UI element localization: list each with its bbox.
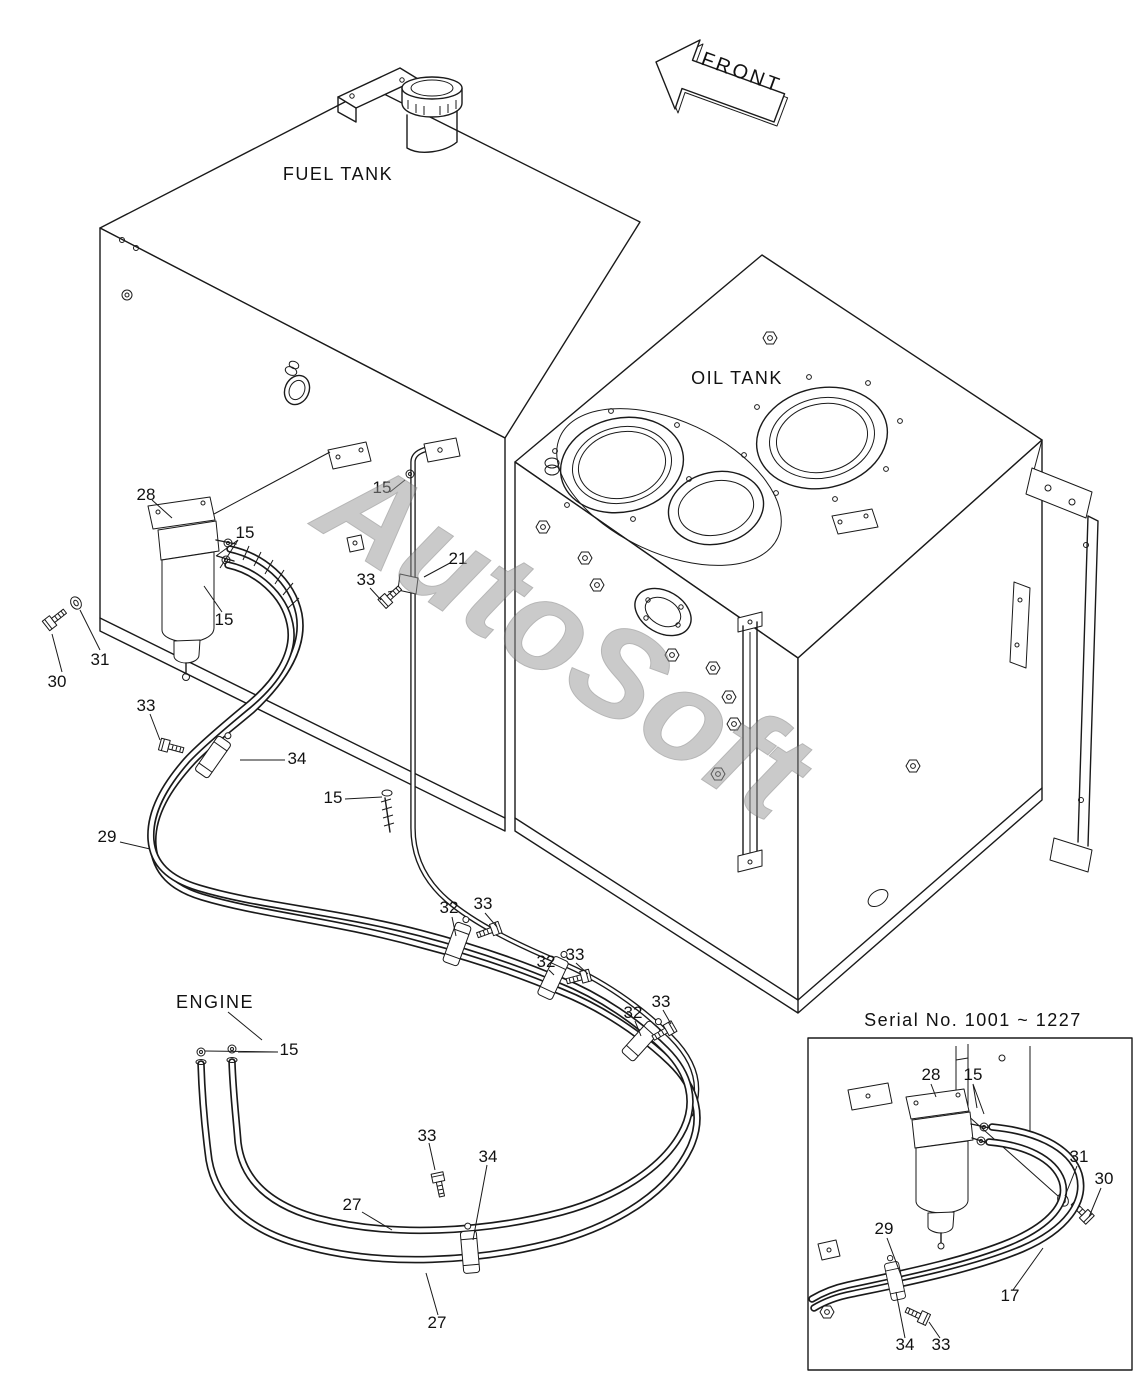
tank-opening-ring-a <box>552 408 692 522</box>
callout-15: 15 <box>964 1065 983 1084</box>
callout-32: 32 <box>624 1003 643 1022</box>
callout-32: 32 <box>440 898 459 917</box>
callout-33: 33 <box>652 992 671 1011</box>
cover-plate-outline <box>556 408 782 566</box>
filter-bowl <box>915 1140 969 1214</box>
callout-33: 33 <box>418 1126 437 1145</box>
callout-30: 30 <box>1095 1169 1114 1188</box>
serial-range-label: Serial No. 1001 ~ 1227 <box>864 1010 1082 1030</box>
callout-34: 34 <box>896 1335 915 1354</box>
filter-sump <box>173 639 201 664</box>
front-direction-arrow: FRONT <box>655 39 789 127</box>
serial-range-inset: Serial No. 1001 ~ 1227 <box>807 1010 1133 1371</box>
drain-plug <box>937 1242 945 1250</box>
inset-callouts: 28 15 31 30 29 17 34 33 <box>875 1065 1114 1354</box>
filter-sump <box>927 1211 955 1234</box>
bolt-hole <box>119 237 125 243</box>
bolt-icon <box>430 1171 449 1199</box>
hose-clip-block <box>346 534 365 553</box>
suction-flange <box>634 587 692 637</box>
oil-tank-label: OIL TANK <box>691 368 783 388</box>
mounting-line <box>965 1113 1059 1197</box>
callout-21: 21 <box>449 549 468 568</box>
callout-27: 27 <box>343 1195 362 1214</box>
callout-28: 28 <box>137 485 156 504</box>
fuel-filler-cap <box>337 67 463 153</box>
tank-opening-ring-c <box>667 470 765 546</box>
callout-15: 15 <box>215 610 234 629</box>
filter-mount-plate <box>327 441 372 470</box>
right-face-details <box>867 759 921 908</box>
callout-15: 15 <box>280 1040 299 1059</box>
callout-33: 33 <box>357 570 376 589</box>
top-plate <box>831 508 879 535</box>
side-plug <box>121 289 133 301</box>
callout-31: 31 <box>91 650 110 669</box>
washer-icon <box>67 594 85 612</box>
callout-15: 15 <box>236 523 255 542</box>
engine-label: ENGINE <box>176 992 254 1012</box>
fuel-tank-skid <box>99 617 506 832</box>
hose-braid-hatch <box>242 545 300 609</box>
inset-filter-assembly <box>905 1088 1095 1250</box>
filter-bracket <box>905 1088 970 1120</box>
pipe-stub <box>380 789 395 833</box>
leader-lines <box>886 1083 1102 1339</box>
callout-33: 33 <box>137 696 156 715</box>
callout-32: 32 <box>537 952 556 971</box>
mounting-rails <box>1009 439 1099 873</box>
oil-tank-skid <box>514 787 1043 1014</box>
bolt-icon <box>157 737 186 757</box>
filter-bowl <box>161 551 215 643</box>
drain-plug <box>182 673 190 681</box>
clip-icon <box>196 1047 206 1057</box>
fuel-tank: FUEL TANK <box>99 67 641 832</box>
pipe-top-bracket <box>423 437 461 463</box>
callout-17: 17 <box>1001 1286 1020 1305</box>
fuel-pipe-21 <box>377 437 696 1114</box>
callout-30: 30 <box>48 672 67 691</box>
engine-hose-fittings <box>195 1044 238 1065</box>
callout-31: 31 <box>1070 1147 1089 1166</box>
fuel-hoses <box>151 545 697 1275</box>
callout-33: 33 <box>932 1335 951 1354</box>
fuel-tank-label: FUEL TANK <box>283 164 393 184</box>
callout-29: 29 <box>875 1219 894 1238</box>
filter-head <box>157 520 220 561</box>
bolt-icon <box>41 605 70 632</box>
inset-border <box>807 1037 1133 1371</box>
top-face-fittings <box>544 331 879 535</box>
bolt-hole <box>133 245 139 251</box>
hex-plug-icon <box>535 520 551 534</box>
hex-plug-icon <box>905 759 921 773</box>
callouts: 28 15 15 30 31 33 21 15 15 33 34 29 32 3… <box>48 478 672 1332</box>
callout-15: 15 <box>373 478 392 497</box>
callout-15: 15 <box>324 788 343 807</box>
filter-head <box>911 1111 974 1149</box>
callout-33: 33 <box>566 945 585 964</box>
breather-port <box>283 360 311 406</box>
callout-28: 28 <box>922 1065 941 1084</box>
hex-plug-icon <box>762 331 778 345</box>
leader-lines <box>51 479 672 1316</box>
front-arrow-shape <box>655 39 786 123</box>
bolt-icon <box>903 1303 932 1326</box>
callout-29: 29 <box>98 827 117 846</box>
level-gauge-channel <box>737 611 763 873</box>
mounting-line <box>213 451 331 515</box>
callout-27: 27 <box>428 1313 447 1332</box>
callout-34: 34 <box>479 1147 498 1166</box>
tank-opening-ring-b <box>741 374 903 502</box>
front-arrow-shadow <box>658 43 789 127</box>
fuel-filter-assembly <box>41 451 331 681</box>
filter-bracket <box>147 496 216 530</box>
callout-33: 33 <box>474 894 493 913</box>
oil-tank: OIL TANK <box>514 254 1099 1014</box>
callout-34: 34 <box>288 749 307 768</box>
